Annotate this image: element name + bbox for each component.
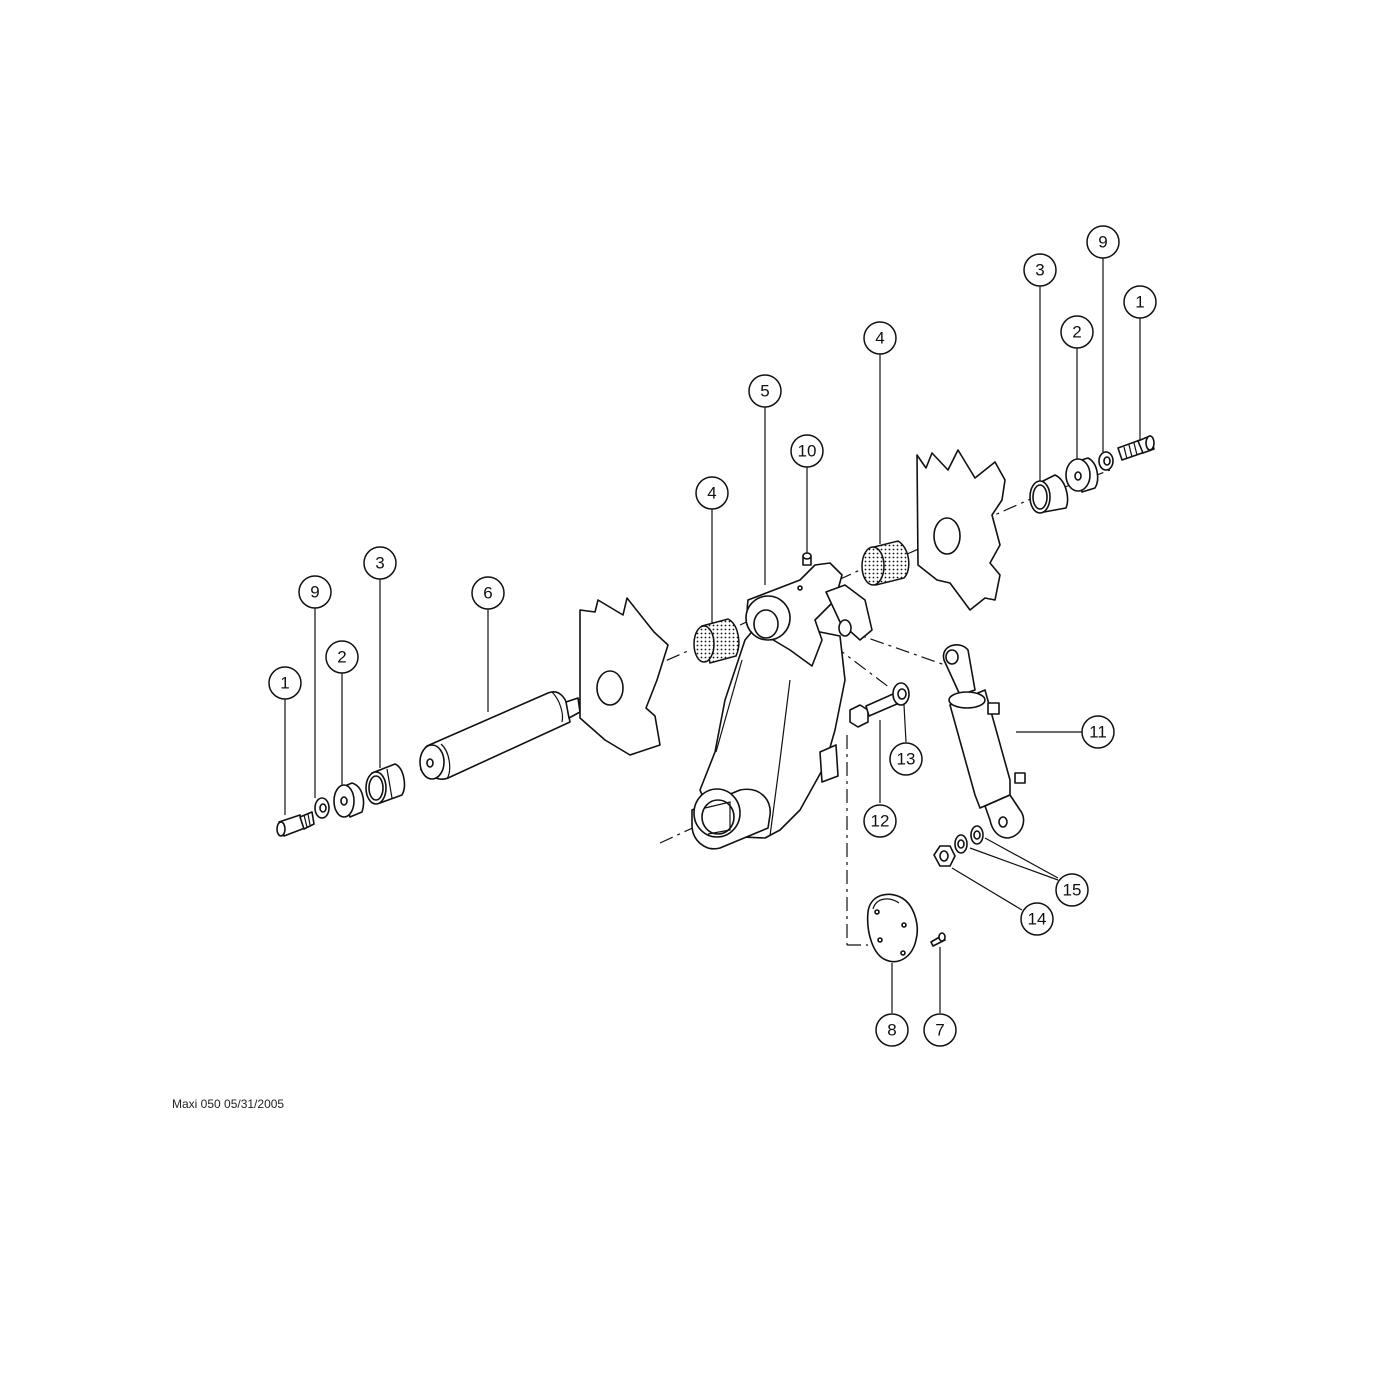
cover-plate [866,893,918,963]
svg-text:8: 8 [887,1021,896,1040]
callout-14: 14 [1020,902,1054,936]
callout-9-left: 9 [298,575,332,609]
shaft [419,691,581,780]
callout-3-right: 3 [1023,253,1057,287]
callout-4-right: 4 [863,321,897,355]
hydraulic-cylinder [942,644,1026,839]
svg-text:6: 6 [483,584,492,603]
svg-text:7: 7 [935,1021,944,1040]
callout-6: 6 [471,576,505,610]
callout-8: 8 [875,1013,909,1047]
needle-bearing-right [861,540,910,586]
bushing-right [1029,474,1069,514]
star-plate-right [916,449,1006,611]
callout-3-left: 3 [363,546,397,580]
washer-left [314,797,330,819]
svg-text:14: 14 [1028,910,1047,929]
callout-2-left: 2 [325,640,359,674]
svg-text:4: 4 [707,484,716,503]
drawing-reference: Maxi 050 05/31/2005 [172,1097,285,1111]
callout-15: 15 [1055,873,1089,907]
callout-10: 10 [790,434,824,468]
svg-text:11: 11 [1089,723,1107,742]
callout-9-right: 9 [1086,225,1120,259]
callout-1-right: 1 [1123,285,1157,319]
svg-text:13: 13 [897,750,916,769]
callout-4-left: 4 [695,476,729,510]
screw-right [1117,435,1155,461]
callout-12: 12 [863,804,897,838]
svg-text:1: 1 [280,674,289,693]
bushing-left [365,763,406,805]
grease-nipple [802,552,812,566]
svg-text:4: 4 [875,329,884,348]
callout-1-left: 1 [268,666,302,700]
callout-13: 13 [889,742,923,776]
callout-5: 5 [748,374,782,408]
bolt [849,693,898,728]
needle-bearing-left [693,618,740,664]
svg-text:1: 1 [1135,293,1144,312]
svg-text:2: 2 [337,648,346,667]
callout-7: 7 [923,1013,957,1047]
svg-text:9: 9 [310,583,319,602]
washer-right [1098,451,1114,471]
spacer-left [333,782,365,818]
callout-11: 11 [1081,715,1115,749]
svg-text:3: 3 [1035,261,1044,280]
svg-text:2: 2 [1072,323,1081,342]
nut [933,845,956,867]
washer-13 [892,682,910,706]
leader-lines [284,258,1141,1013]
svg-text:5: 5 [760,382,769,401]
main-arm [691,562,873,850]
small-screw [930,932,946,947]
screw-left [276,811,315,837]
spacer-right [1065,457,1099,493]
star-plate-left [579,597,669,756]
svg-text:3: 3 [375,554,384,573]
svg-text:12: 12 [871,812,890,831]
svg-text:10: 10 [798,442,817,461]
svg-text:9: 9 [1098,233,1107,252]
svg-text:15: 15 [1063,881,1082,900]
callout-2-right: 2 [1060,315,1094,349]
washers-15 [954,825,984,854]
